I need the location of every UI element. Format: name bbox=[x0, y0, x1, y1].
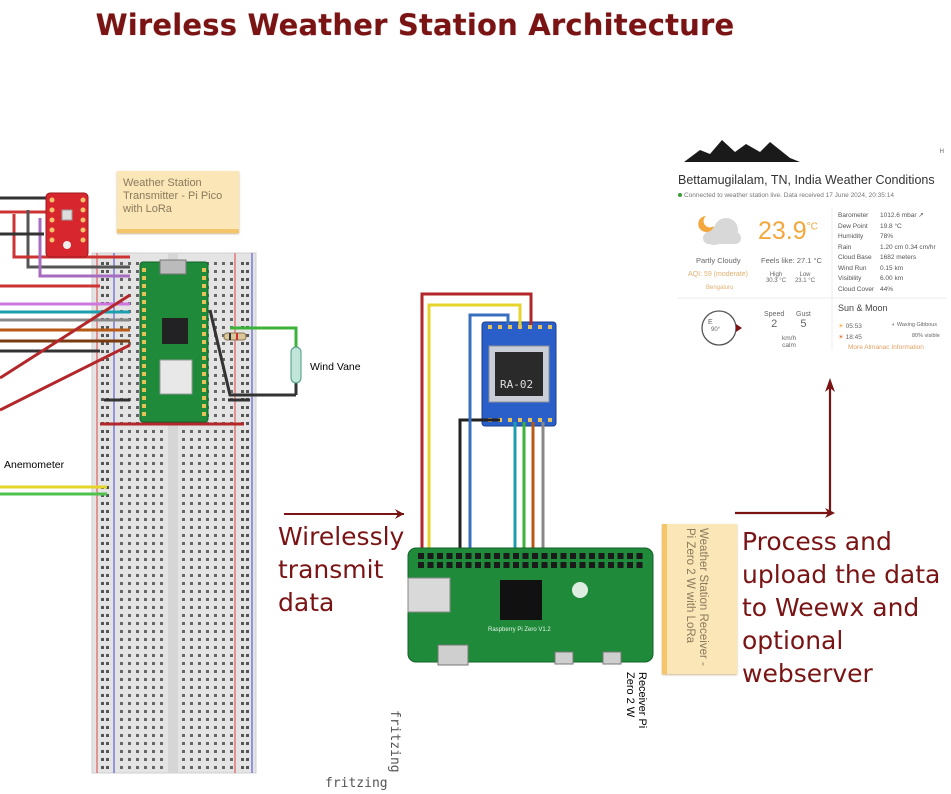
observation-key: Cloud Cover bbox=[838, 285, 875, 293]
resistor bbox=[223, 332, 247, 341]
moon-visible: 80% visible bbox=[912, 333, 940, 339]
receiver-note-text: Weather Station Receiver - Pi Zero 2 W w… bbox=[684, 528, 709, 666]
feels-like: Feels like: 27.1 °C bbox=[761, 256, 822, 265]
observation-value: 0.15 km bbox=[880, 264, 904, 272]
observation-value: 1.20 cm 0.34 cm/hr bbox=[880, 243, 936, 251]
moon-phase-row: ◐ Waxing Gibbous bbox=[892, 322, 937, 328]
live-dot bbox=[678, 193, 682, 198]
pi-zero-header bbox=[418, 553, 643, 568]
observation-key: Wind Run bbox=[838, 264, 867, 272]
sensor-module bbox=[45, 192, 89, 258]
receiver-wires bbox=[420, 292, 545, 577]
observation-key: Cloud Base bbox=[838, 254, 872, 261]
sunrise-row: ☀ 05:53 bbox=[838, 322, 862, 330]
observation-key: Humidity bbox=[838, 233, 864, 240]
wirelessly-transmit-label: Wirelessly transmit data bbox=[278, 522, 405, 617]
transmitter-note: Weather Station Transmitter - Pi Pico wi… bbox=[117, 171, 239, 233]
temperature-value: 23.9 bbox=[758, 217, 807, 245]
observation-row: Barometer 1012.6 mbar ↗ bbox=[838, 211, 936, 222]
observation-row: Cloud Cover 44% bbox=[838, 285, 936, 296]
fritzing-watermark-vertical: fritzing bbox=[387, 710, 402, 773]
wind-unit-text: km/h bbox=[782, 335, 797, 342]
observation-value: 19.8 °C bbox=[880, 222, 902, 230]
moon-phase: Waxing Gibbous bbox=[896, 322, 938, 328]
observation-value: 78% bbox=[880, 233, 894, 240]
pico-pins bbox=[142, 268, 206, 416]
gust-label: Gust bbox=[796, 311, 811, 318]
temperature-unit: °C bbox=[806, 221, 818, 233]
observation-row: Dew Point 19.8 °C bbox=[838, 222, 936, 233]
aqi-value: AQI: 59 (moderate) bbox=[688, 271, 748, 278]
observation-row: Visibility 6.00 km bbox=[838, 274, 936, 285]
aqi-location: Bengaluru bbox=[706, 285, 734, 291]
fritzing-watermark-bottom: fritzing bbox=[325, 776, 388, 791]
mountain-logo bbox=[684, 140, 800, 162]
weather-status-text: Connected to weather station live. Data … bbox=[684, 192, 894, 199]
observation-row: Cloud Base 1682 meters bbox=[838, 253, 936, 264]
speed-label: Speed bbox=[764, 311, 785, 318]
weather-condition: Partly Cloudy bbox=[696, 256, 741, 265]
low-value: 23.1 °C bbox=[794, 278, 816, 284]
observation-value: 6.00 km bbox=[880, 275, 904, 282]
observation-row: Wind Run 0.15 km bbox=[838, 264, 936, 275]
wind-vane-label: Wind Vane bbox=[310, 361, 361, 373]
weather-location-title: Bettamugilalam, TN, India Weather Condit… bbox=[678, 173, 935, 187]
lora-chip-label: RA-02 bbox=[500, 378, 534, 391]
low-label: Low bbox=[799, 272, 811, 278]
weather-panel: H Bettamugilalam, TN, India Weather Cond… bbox=[678, 135, 946, 357]
observation-key: Rain bbox=[838, 243, 852, 251]
sunset-icon: ☀ bbox=[838, 334, 844, 341]
sunrise-time: 05:53 bbox=[845, 323, 862, 330]
diagram-title: Wireless Weather Station Architecture bbox=[95, 8, 735, 42]
high-label: High bbox=[769, 272, 783, 278]
sun-moon-heading: Sun & Moon bbox=[838, 303, 888, 313]
process-arrow bbox=[735, 378, 835, 518]
observation-key: Visibility bbox=[838, 275, 862, 282]
weather-status: Connected to weather station live. Data … bbox=[678, 192, 894, 199]
anemometer-label: Anemometer bbox=[4, 459, 65, 471]
pi-zero-board bbox=[407, 547, 654, 666]
moon-icon: ◐ bbox=[892, 322, 896, 328]
reed-switch bbox=[290, 346, 302, 384]
cloud-icon bbox=[698, 216, 741, 245]
observation-row: Rain 1.20 cm 0.34 cm/hr bbox=[838, 243, 936, 254]
panel-corner-mark: H bbox=[939, 149, 944, 155]
compass-degrees: 90° bbox=[711, 327, 721, 333]
pi-pico-board bbox=[139, 259, 209, 423]
observation-value: 1682 meters bbox=[880, 254, 917, 261]
temperature-display: 23.9°C bbox=[758, 217, 818, 246]
sunset-row: ☀ 18:45 bbox=[838, 333, 862, 341]
receiver-small-label: Receiver Pi Zero 2 W bbox=[624, 672, 648, 729]
high-value: 30.3 °C bbox=[765, 278, 787, 284]
lora-module bbox=[481, 321, 557, 427]
observation-value: 1012.6 mbar ↗ bbox=[880, 212, 924, 219]
sunset-time: 18:45 bbox=[845, 334, 862, 341]
transmit-arrow bbox=[284, 509, 404, 519]
compass-direction: E bbox=[708, 319, 713, 326]
almanac-link[interactable]: More Almanac Information bbox=[848, 344, 924, 351]
pi-zero-board-label: Raspberry Pi Zero V1.2 bbox=[488, 627, 551, 633]
observation-value: 44% bbox=[880, 285, 894, 293]
process-upload-label: Process and upload the data to Weewx and… bbox=[742, 527, 941, 688]
sunrise-icon: ☀ bbox=[838, 323, 844, 330]
compass-icon bbox=[701, 310, 742, 346]
sensor-wires bbox=[0, 196, 298, 496]
gust-value: 5 bbox=[800, 318, 807, 330]
speed-value: 2 bbox=[771, 318, 778, 330]
observation-key: Dew Point bbox=[838, 222, 868, 230]
receiver-note: Weather Station Receiver - Pi Zero 2 W w… bbox=[662, 524, 737, 674]
observation-row: Humidity 78% bbox=[838, 232, 936, 243]
observation-list: Barometer 1012.6 mbar ↗ Dew Point 19.8 °C Hu… bbox=[838, 211, 936, 295]
observation-key: Barometer bbox=[838, 212, 869, 219]
wind-desc: calm bbox=[782, 342, 796, 349]
